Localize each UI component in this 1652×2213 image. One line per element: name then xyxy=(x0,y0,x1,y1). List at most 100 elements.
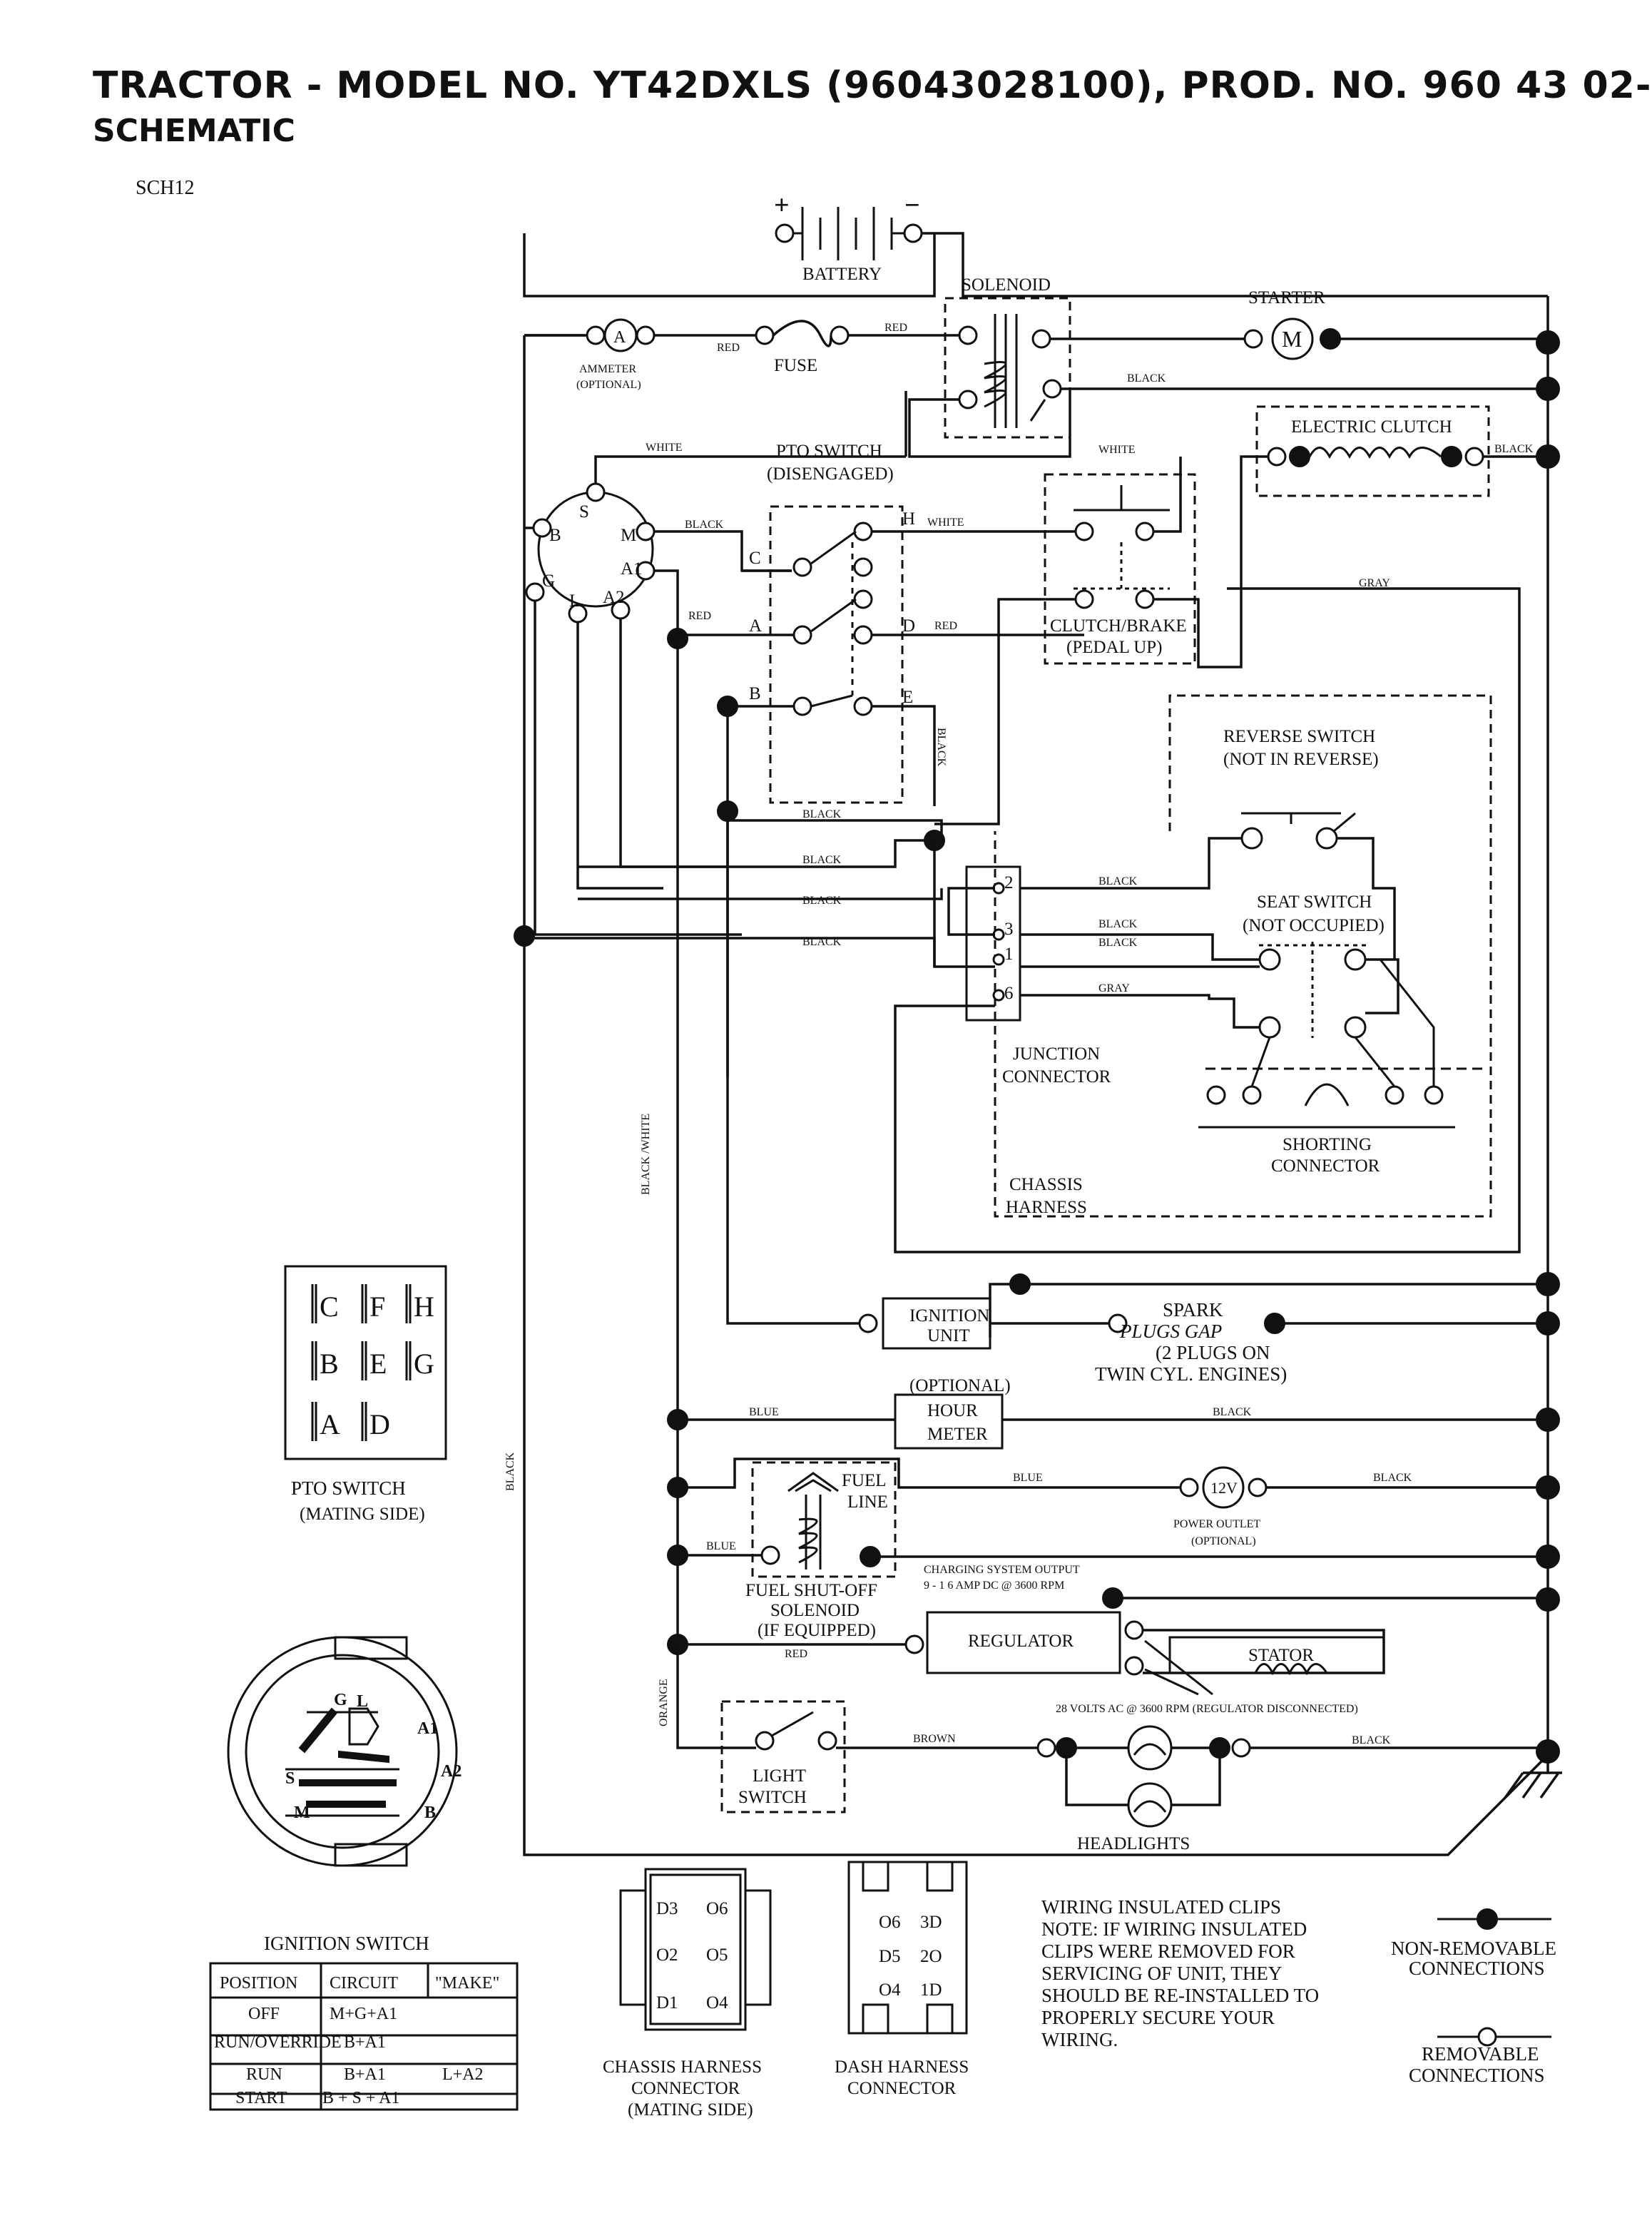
removable-symbol xyxy=(1477,2027,1497,2047)
pto-mate-g: G xyxy=(414,1348,434,1380)
seat-switch-state: (NOT OCCUPIED) xyxy=(1243,916,1385,935)
pto-mate-d: D xyxy=(369,1408,390,1440)
removable-label-2: CONNECTIONS xyxy=(1409,2065,1545,2086)
dash-connector-label-2: CONNECTOR xyxy=(847,2079,957,2098)
table-row-0-circuit: M+G+A1 xyxy=(330,2005,397,2023)
wire-label-orange: ORANGE xyxy=(658,1679,670,1726)
wire-label-brown: BROWN xyxy=(913,1733,956,1745)
note-line-2: NOTE: IF WIRING INSULATED xyxy=(1041,1918,1307,1940)
wire-label-white-h: WHITE xyxy=(927,517,964,529)
ign-term-a1: A1 xyxy=(621,559,643,579)
chassis-pin-o5: O5 xyxy=(706,1945,728,1965)
table-header-circuit: CIRCUIT xyxy=(330,1974,398,1993)
ground-node-ign xyxy=(1536,1272,1560,1296)
clutch-brake-switch: CLUTCH/BRAKE (PEDAL UP) WHITE GRAY xyxy=(894,444,1521,1253)
spark-plugs-label-3: (2 PLUGS ON xyxy=(1156,1342,1270,1363)
table-row-2-circuit: B+A1 xyxy=(344,2065,386,2084)
pto-term-a: A xyxy=(749,616,762,636)
chassis-pin-o4: O4 xyxy=(706,1993,728,2013)
note-line-6: PROPERLY SECURE YOUR xyxy=(1041,2007,1275,2028)
clutch-brake-state: (PEDAL UP) xyxy=(1066,638,1163,657)
ground-node-hm xyxy=(1536,1408,1560,1432)
shorting-connector-label-2: CONNECTOR xyxy=(1271,1156,1380,1176)
ign-term-s: S xyxy=(579,502,589,522)
wire-label-black-main: BLACK xyxy=(504,1452,516,1491)
dash-pin-1d: 1D xyxy=(920,1980,942,2000)
charging-output-label-1: CHARGING SYSTEM OUTPUT xyxy=(924,1564,1080,1576)
note-line-4: SERVICING OF UNIT, THEY xyxy=(1041,1963,1282,1984)
ign-face-b: B xyxy=(424,1804,436,1822)
wire-label-gray-1: GRAY xyxy=(1359,577,1390,589)
page-title: TRACTOR - MODEL NO. YT42DXLS (9604302810… xyxy=(93,64,1652,107)
wire-label-white-cb: WHITE xyxy=(1098,444,1136,456)
pto-term-d: D xyxy=(902,616,915,636)
chassis-harness-label-1: CHASSIS xyxy=(1009,1175,1083,1194)
junction-connector-label-1: JUNCTION xyxy=(1013,1044,1100,1064)
hour-meter-optional: (OPTIONAL) xyxy=(909,1376,1011,1395)
wire-label-black-seat2: BLACK xyxy=(1098,937,1138,949)
note-line-3: CLIPS WERE REMOVED FOR xyxy=(1041,1940,1295,1962)
battery-plus-label: + xyxy=(774,190,790,220)
ground-node-solenoid xyxy=(1536,377,1560,401)
wire-label-blue-po: BLUE xyxy=(1013,1472,1043,1484)
battery: + − BATTERY xyxy=(774,190,923,284)
regulator-label: REGULATOR xyxy=(968,1632,1074,1651)
table-row-0-position: OFF xyxy=(248,2005,280,2023)
ground-node-reg xyxy=(1536,1587,1560,1612)
chassis-connector-label-1: CHASSIS HARNESS xyxy=(603,2057,762,2077)
table-row-2-make: L+A2 xyxy=(442,2065,484,2084)
wire-label-black-seat1: BLACK xyxy=(1098,918,1138,930)
junction-connector: 2 3 1 6 JUNCTION CONNECTOR CHASSIS HARNE… xyxy=(514,808,1111,1217)
seat-switch-label: SEAT SWITCH xyxy=(1257,892,1372,912)
spark-plugs-label-1: SPARK xyxy=(1163,1299,1223,1321)
pto-mate-c: C xyxy=(320,1291,339,1323)
wire-label-black-po: BLACK xyxy=(1373,1472,1412,1484)
ignition-switch-face: G L A1 S A2 M B IGNITION SWITCH xyxy=(227,1636,462,1954)
fuel-line-label-2: LINE xyxy=(847,1492,888,1512)
fuel-solenoid-label-3: (IF EQUIPPED) xyxy=(758,1621,876,1640)
fuel-power-row: BLUE 12V POWER OUTLET (OPTIONAL) BLACK F… xyxy=(667,1457,1560,1640)
notes-legend: WIRING INSULATED CLIPS NOTE: IF WIRING I… xyxy=(1041,1896,1556,2086)
hour-meter-label-2: METER xyxy=(927,1425,988,1444)
ammeter-symbol: A xyxy=(613,328,626,347)
ignition-switch-symbol: S B G L A2 A1 M WHITE BLACK RED xyxy=(524,442,906,936)
chassis-harness-label-2: HARNESS xyxy=(1006,1198,1087,1217)
ign-term-a2: A2 xyxy=(603,588,625,607)
page-subtitle: SCHEMATIC xyxy=(93,113,295,149)
note-line-7: WIRING. xyxy=(1041,2029,1118,2050)
non-removable-label-2: CONNECTIONS xyxy=(1409,1958,1545,1979)
dash-pin-2o: 2O xyxy=(920,1947,942,1966)
pto-switch-state: (DISENGAGED) xyxy=(767,464,894,484)
wire-label-black-1: BLACK xyxy=(1127,372,1166,385)
wire-label-black-hl: BLACK xyxy=(1352,1734,1391,1746)
wire-label-red-a1: RED xyxy=(688,610,711,622)
note-line-1: WIRING INSULATED CLIPS xyxy=(1041,1896,1281,1918)
ignition-unit-label-2: UNIT xyxy=(927,1326,970,1345)
power-outlet-symbol: 12V xyxy=(1210,1479,1238,1497)
regulator-stator-row: CHARGING SYSTEM OUTPUT 9 - 1 6 AMP DC @ … xyxy=(667,1564,1560,1715)
wire-label-blue-fs: BLUE xyxy=(706,1540,736,1552)
wire-label-red-d: RED xyxy=(934,620,957,632)
light-switch-label-1: LIGHT xyxy=(753,1766,806,1786)
electric-clutch: ELECTRIC CLUTCH BLACK xyxy=(904,391,1560,590)
ammeter-optional-label: (OPTIONAL) xyxy=(576,379,641,391)
table-row-3-position: START xyxy=(235,2089,287,2107)
light-switch-label-2: SWITCH xyxy=(738,1788,807,1807)
table-row-3-circuit: B + S + A1 xyxy=(322,2089,399,2107)
wire-label-black-j3: BLACK xyxy=(802,895,842,907)
ammeter-label: AMMETER xyxy=(579,363,636,375)
table-row-2-position: RUN xyxy=(246,2065,282,2084)
junction-pin-1: 1 xyxy=(1004,945,1014,964)
chassis-harness-area: REVERSE SWITCH (NOT IN REVERSE) SEAT SWI… xyxy=(994,694,1492,1218)
wire-label-white-1: WHITE xyxy=(646,442,683,454)
ground-node-clutch xyxy=(1536,444,1560,469)
pto-term-b: B xyxy=(749,684,761,703)
pto-term-c: C xyxy=(749,549,761,568)
pto-mating-title: PTO SWITCH xyxy=(291,1477,406,1499)
wire-label-black-e: BLACK xyxy=(935,728,947,767)
junction-pin-6: 6 xyxy=(1004,984,1014,1003)
dash-harness-connector: O6 3D D5 2O O4 1D DASH HARNESS CONNECTOR xyxy=(835,1861,969,2098)
pto-mate-f: F xyxy=(369,1291,385,1323)
wire-label-blue-hm: BLUE xyxy=(749,1406,779,1418)
